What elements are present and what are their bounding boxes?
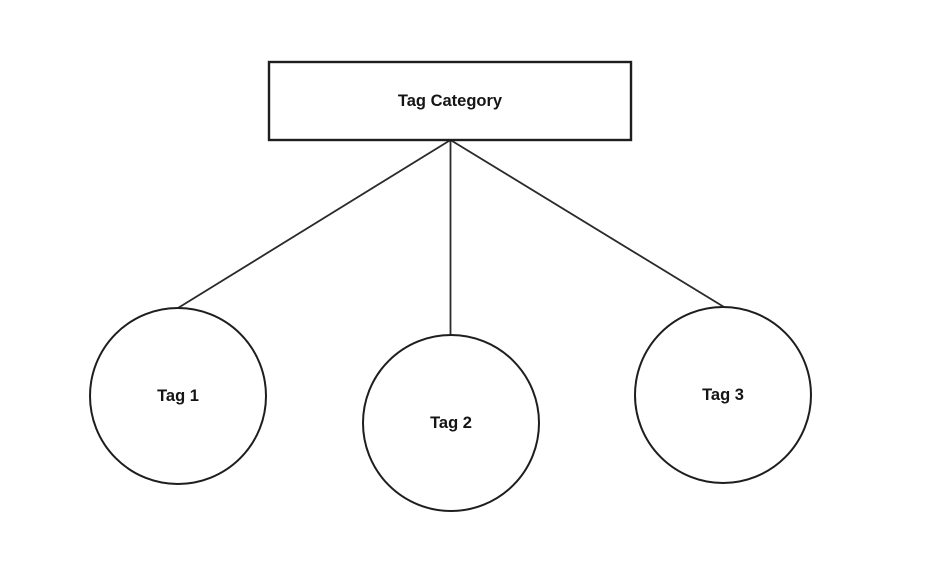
- connector-root-to-tag3: [450, 139, 725, 308]
- tag3-node-label: Tag 3: [702, 386, 744, 404]
- root-node-label: Tag Category: [398, 92, 503, 110]
- root-node-rectangle: [267, 60, 633, 142]
- connector-root-to-tag1: [177, 139, 451, 309]
- tag2-node-label: Tag 2: [430, 414, 472, 432]
- tag1-node-label: Tag 1: [157, 387, 199, 405]
- tag2-node-circle: [362, 334, 540, 512]
- tag1-node-circle: [89, 307, 267, 485]
- tag3-node-circle: [634, 306, 812, 484]
